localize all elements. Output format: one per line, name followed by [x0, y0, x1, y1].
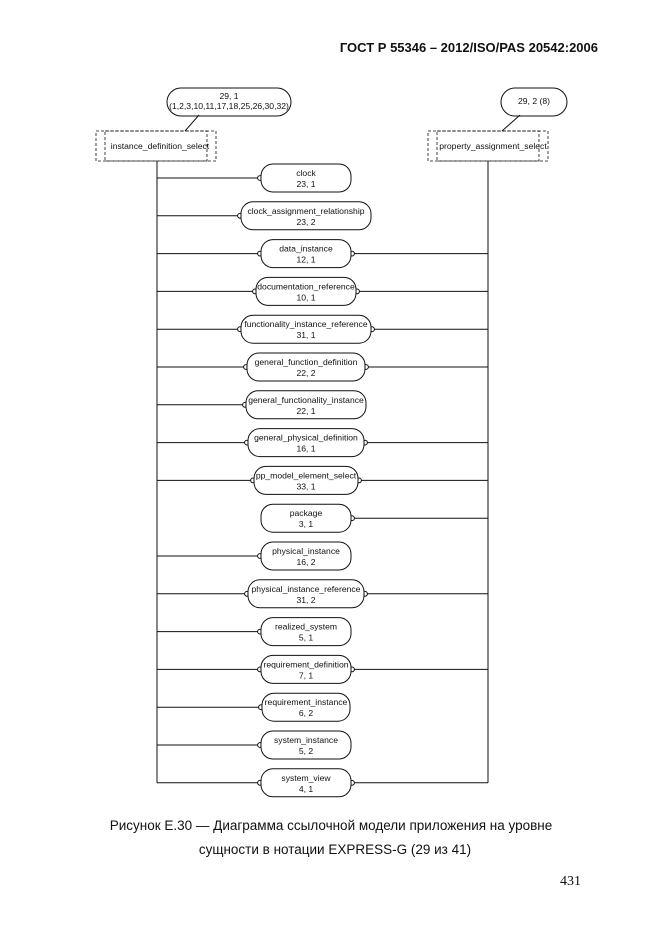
entity-box [253, 465, 359, 495]
entity-box [240, 201, 372, 231]
entity-box [255, 276, 357, 306]
entity-name: package [290, 508, 323, 518]
entity-reference: 16, 1 [296, 444, 315, 454]
left-reference-pointer [184, 114, 200, 132]
right-select-outer-dashed [427, 130, 549, 162]
entity-reference: 12, 1 [296, 255, 315, 265]
entity-reference: 7, 1 [299, 670, 314, 680]
entity-box [260, 617, 352, 647]
entity-box [261, 692, 351, 722]
entity-reference: 6, 2 [299, 708, 314, 718]
entity-reference: 16, 2 [296, 557, 315, 567]
left-select-group: 29, 1 (1,2,3,10,11,17,18,25,26,30,32) in… [95, 87, 292, 162]
entity-name: realized_system [275, 622, 337, 632]
entity-box [260, 239, 352, 269]
entity-name: requirement_definition [263, 659, 348, 669]
entity-name: physical_instance_reference [252, 584, 361, 594]
entity-name: functionality_instance_reference [244, 319, 367, 329]
entity-reference: 33, 1 [296, 481, 315, 491]
entity-reference: 31, 1 [296, 330, 315, 340]
left-page-reference-box [166, 87, 292, 117]
document-header: ГОСТ Р 55346 – 2012/ISO/PAS 20542:2006 [339, 40, 598, 55]
figure-caption-line2: сущности в нотации EXPRESS-G (29 из 41) [198, 842, 472, 857]
entity-box [260, 730, 352, 760]
right-page-reference-label: 29, 2 (8) [518, 96, 550, 106]
entity-name: system_view [281, 773, 331, 783]
entity-name: requirement_instance [265, 697, 348, 707]
entity-box [260, 541, 352, 571]
connector-trunks [156, 161, 489, 783]
entity-name: clock [296, 168, 316, 178]
entity-reference: 3, 1 [299, 519, 314, 529]
entity-name: documentation_reference [257, 281, 355, 291]
entity-name: system_instance [274, 735, 338, 745]
left-select-outer-dashed [95, 130, 217, 162]
entity-name: physical_instance [272, 546, 340, 556]
figure-caption-line1: Рисунок Е.30 — Диаграмма ссылочной модел… [109, 818, 553, 833]
left-page-reference-line2: (1,2,3,10,11,17,18,25,26,30,32) [169, 101, 289, 111]
entity-reference: 22, 2 [296, 368, 315, 378]
entity-reference: 23, 1 [296, 179, 315, 189]
right-reference-pointer [501, 114, 521, 132]
left-select-label: instance_definition_select [111, 141, 210, 151]
entity-box [260, 163, 352, 193]
right-page-reference-box [500, 87, 568, 117]
entity-name: clock_assignment_relationship [247, 206, 364, 216]
entity-reference: 23, 2 [296, 217, 315, 227]
entity-reference: 31, 2 [296, 595, 315, 605]
entity-reference: 5, 1 [299, 633, 314, 643]
express-g-diagram: 29, 1 (1,2,3,10,11,17,18,25,26,30,32) in… [95, 87, 568, 798]
entity-name: general_function_definition [255, 357, 358, 367]
page-number: 431 [560, 874, 581, 889]
entity-name: general_physical_definition [254, 433, 358, 443]
entity-box [240, 314, 372, 344]
left-page-reference-line1: 29, 1 [219, 91, 238, 101]
entity-box [247, 428, 365, 458]
entity-reference: 5, 2 [299, 746, 314, 756]
entity-name: general_functionality_instance [248, 395, 364, 405]
entity-reference: 22, 1 [296, 406, 315, 416]
entity-box [245, 390, 367, 420]
entity-reference: 10, 1 [296, 292, 315, 302]
entity-box [247, 579, 365, 609]
right-select-group: 29, 2 (8) property_assignment_select [427, 87, 568, 162]
entity-name: pp_model_element_select [256, 470, 357, 480]
entity-box [260, 503, 352, 533]
right-select-label: property_assignment_select [439, 141, 547, 151]
entity-box [260, 768, 352, 798]
entity-box [246, 352, 366, 382]
entity-name: data_instance [279, 244, 333, 254]
left-select-inner-dashed [104, 130, 208, 162]
entity-box [260, 654, 352, 684]
entity-reference: 4, 1 [299, 784, 314, 794]
